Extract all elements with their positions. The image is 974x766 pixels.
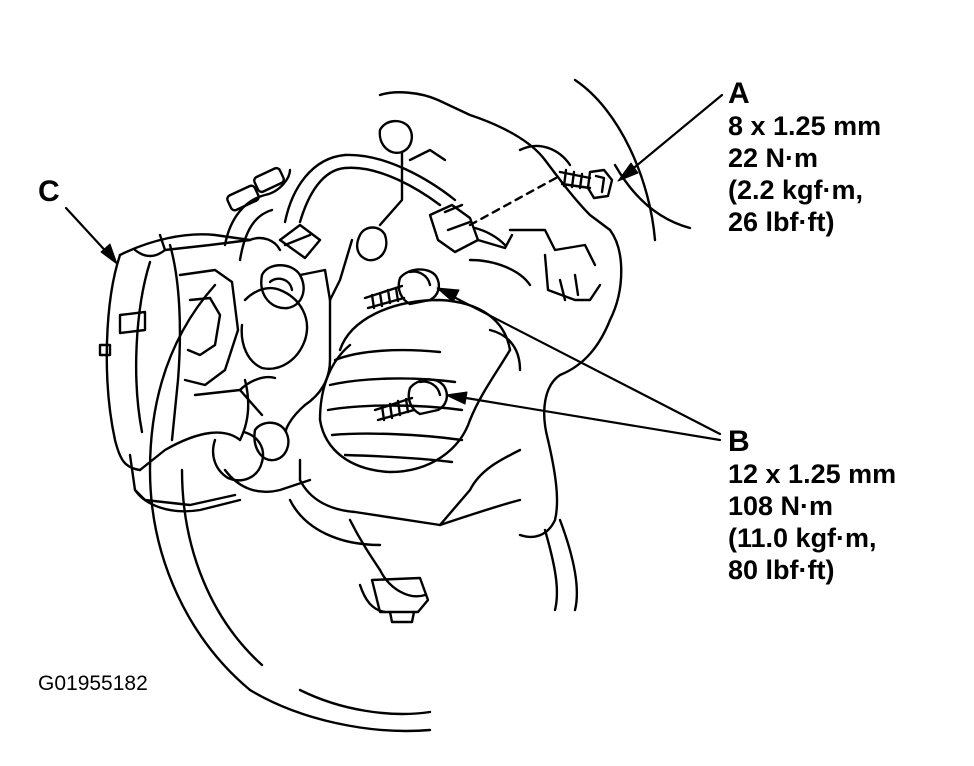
leader-arrows: [64, 93, 724, 442]
callout-a-torque-kgfm: (2.2 kgf·m,: [728, 175, 864, 205]
callout-b-torque-kgfm: (11.0 kgf·m,: [728, 523, 877, 553]
callout-c-letter: C: [38, 175, 60, 208]
hub-assembly: [288, 298, 512, 547]
arrow-b-upper-head: [436, 287, 460, 303]
bolt-a-guide-line: [468, 176, 558, 227]
lower-arm: [348, 498, 578, 624]
arrow-a-head: [617, 162, 639, 182]
arrow-c-head: [100, 243, 118, 265]
arrow-b-lower-line: [452, 394, 722, 442]
callout-a-letter: A: [728, 77, 750, 110]
callout-a-torque-lbfft: 26 lbf·ft): [728, 207, 835, 237]
callout-a-torque-nm: 22 N·m: [728, 143, 819, 173]
brake-hose: [223, 153, 457, 262]
callout-b-letter: B: [728, 425, 750, 458]
arrow-b-upper-line: [442, 290, 722, 436]
arrow-b-lower-head: [445, 391, 468, 405]
callout-b-torque-lbfft: 80 lbf·ft): [728, 555, 835, 585]
steering-knuckle: [378, 78, 692, 539]
arrow-a-line: [622, 93, 724, 178]
bolt-a: [558, 168, 614, 200]
callout-a-size: 8 x 1.25 mm: [728, 111, 882, 141]
hose-bracket: [428, 203, 514, 254]
upper-support: [328, 119, 447, 302]
callout-a: A 8 x 1.25 mm 22 N·m (2.2 kgf·m, 26 lbf·…: [728, 78, 881, 238]
figure-id: G01955182: [38, 672, 148, 695]
bolt-b-upper: [363, 268, 441, 310]
caliper-body: [98, 233, 332, 513]
callout-c: C: [38, 176, 60, 208]
callout-b-size: 12 x 1.25 mm: [728, 459, 897, 489]
bolt-b-lower: [373, 378, 449, 422]
callout-b: B 12 x 1.25 mm 108 N·m (11.0 kgf·m, 80 l…: [728, 426, 896, 586]
callout-b-torque-nm: 108 N·m: [728, 491, 834, 521]
